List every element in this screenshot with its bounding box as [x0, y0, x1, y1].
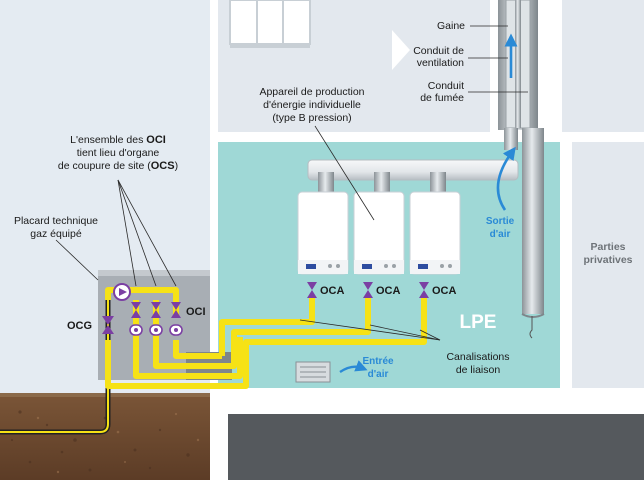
label-gaine: Gaine [437, 20, 465, 32]
label-appareil-l2: d'énergie individuelle [263, 99, 361, 111]
label-conduit-fumee-l2: de fumée [420, 92, 464, 104]
labels: Gaine Conduit de ventilation Conduit de … [14, 20, 633, 380]
label-sortie-air-l1: Sortie [486, 216, 515, 227]
label-conduit-ventilation-l1: Conduit de [413, 45, 464, 57]
label-lpe: LPE [460, 312, 497, 333]
label-canalisations-l1: Canalisations [446, 351, 509, 363]
flue-duct-system [307, 0, 545, 339]
label-conduit-fumee-l1: Conduit [428, 80, 464, 92]
label-oca-3: OCA [432, 285, 457, 297]
air-inlet-arrow-icon [339, 360, 368, 374]
label-oci: OCI [186, 306, 206, 318]
label-placard-l2: gaz équipé [30, 228, 82, 240]
oca-valve-2 [363, 282, 373, 298]
air-inlet-grille [295, 361, 331, 383]
label-entree-air-l2: d'air [368, 369, 389, 380]
label-ensemble-oci-l3: de coupure de site (OCS) [58, 160, 178, 172]
label-conduit-ventilation-l2: ventilation [417, 57, 464, 69]
label-entree-air-l1: Entrée [362, 356, 394, 367]
label-sortie-air-l2: d'air [490, 229, 511, 240]
oci-valve-group [129, 302, 183, 336]
oca-valve-1 [307, 282, 317, 298]
boiler-2 [353, 191, 405, 275]
pressure-regulator [113, 283, 131, 301]
oca-valve-3 [419, 282, 429, 298]
flue-conduit [522, 128, 544, 314]
valves [102, 282, 429, 336]
ground-soil [0, 393, 210, 480]
label-ensemble-oci-l2: tient lieu d'organe [77, 147, 160, 159]
label-oca-1: OCA [320, 285, 345, 297]
label-canalisations-l2: de liaison [456, 364, 501, 376]
label-ocg: OCG [67, 320, 92, 332]
label-parties-privatives-l1: Parties [590, 241, 625, 253]
boilers [297, 191, 461, 275]
air-outlet-arrow-icon [496, 146, 516, 211]
boiler-3 [409, 191, 461, 275]
label-oca-2: OCA [376, 285, 401, 297]
boiler-1 [297, 191, 349, 275]
label-appareil-l1: Appareil de production [259, 86, 364, 98]
label-ensemble-oci-l1: L'ensemble des OCI [70, 134, 166, 146]
lower-floor-dark [228, 414, 644, 480]
leader-lines [55, 25, 528, 341]
ocg-valve [102, 316, 114, 334]
label-appareil-l3: (type B pression) [272, 112, 351, 124]
label-placard-l1: Placard technique [14, 215, 98, 227]
label-parties-privatives-l2: privatives [583, 254, 632, 266]
